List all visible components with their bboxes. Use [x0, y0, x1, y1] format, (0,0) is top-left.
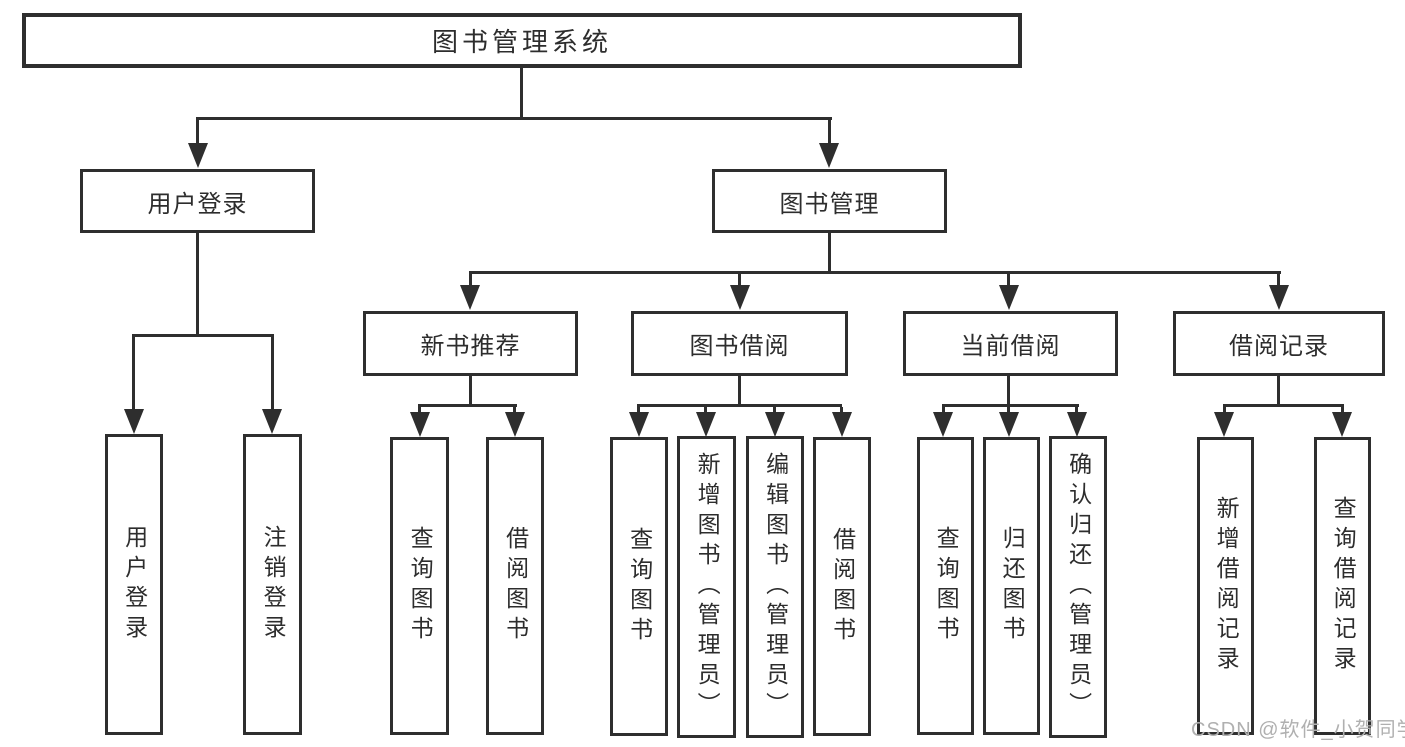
node-label: 图书管理: [779, 190, 880, 218]
node-label: 图书管理系统: [431, 27, 612, 57]
connector-drop: [1007, 407, 1010, 413]
arrow-down-icon: [1269, 285, 1289, 310]
node-label: 查询图书: [933, 526, 960, 646]
connector-drop-current-borrowing: [1007, 274, 1010, 286]
connector-drop-user-login: [196, 120, 199, 143]
connector-book-borrowing-stem: [738, 376, 741, 405]
node-new-book-recommendation: 新书推荐: [363, 311, 578, 376]
node-label: 用户登录: [147, 190, 248, 218]
connector-borrowing-records-crossbar: [1223, 404, 1344, 407]
leaf-user-login: 用户登录: [105, 434, 163, 735]
arrow-down-icon: [629, 412, 649, 437]
node-label: 编辑图书（管理员）: [762, 452, 789, 722]
leaf-query-borrow-record: 查询借阅记录: [1314, 437, 1371, 735]
connector-drop: [704, 407, 707, 413]
connector-root-crossbar: [196, 117, 832, 120]
connector-root-stem: [520, 67, 523, 118]
connector-drop-borrowing-records: [1277, 274, 1280, 286]
connector-drop-book-management: [828, 120, 831, 143]
connector-drop: [840, 407, 843, 413]
connector-book-borrowing-crossbar: [637, 404, 842, 407]
node-label: 新增图书（管理员）: [694, 452, 721, 722]
node-label: 用户登录: [121, 524, 148, 645]
node-label: 查询图书: [626, 526, 653, 647]
arrow-down-icon: [765, 412, 785, 437]
arrow-down-icon: [262, 409, 282, 434]
arrow-down-icon: [696, 412, 716, 437]
connector-current-borrowing-crossbar: [942, 404, 1079, 407]
connector-new-book-crossbar: [418, 404, 517, 407]
connector-drop-leaf-user-login: [132, 337, 135, 409]
leaf-add-borrow-record: 新增借阅记录: [1197, 437, 1254, 735]
arrow-down-icon: [505, 412, 525, 437]
connector-book-management-stem: [828, 233, 831, 273]
node-borrowing-records: 借阅记录: [1173, 311, 1385, 376]
node-label: 确认归还（管理员）: [1065, 452, 1092, 722]
node-label: 借阅图书: [829, 526, 856, 647]
connector-new-book-stem: [469, 376, 472, 405]
node-label: 归还图书: [999, 526, 1026, 646]
node-label: 图书借阅: [689, 333, 790, 360]
node-user-login: 用户登录: [80, 169, 315, 233]
leaf-borrow-books-borrowing: 借阅图书: [813, 437, 871, 736]
connector-user-login-stem: [196, 233, 199, 335]
connector-current-borrowing-stem: [1007, 376, 1010, 405]
arrow-down-icon: [999, 285, 1019, 310]
leaf-edit-book-admin: 编辑图书（管理员）: [746, 436, 804, 738]
leaf-query-books-borrowing: 查询图书: [610, 437, 668, 736]
connector-drop-new-book: [469, 274, 472, 286]
connector-drop: [1341, 407, 1344, 413]
node-library-management-system: 图书管理系统: [22, 13, 1022, 68]
connector-drop: [1075, 407, 1078, 413]
connector-drop: [418, 407, 421, 413]
watermark: CSDN @软件_小贺同学: [1191, 719, 1405, 741]
connector-drop: [637, 407, 640, 413]
arrow-down-icon: [999, 412, 1019, 437]
node-book-management: 图书管理: [712, 169, 947, 233]
node-label: 查询图书: [407, 526, 434, 646]
node-label: 注销登录: [260, 524, 287, 645]
node-book-borrowing: 图书借阅: [631, 311, 848, 376]
connector-drop-book-borrowing: [738, 274, 741, 286]
node-current-borrowing: 当前借阅: [903, 311, 1118, 376]
node-label: 新书推荐: [420, 333, 521, 360]
arrow-down-icon: [410, 412, 430, 437]
leaf-query-books-current: 查询图书: [917, 437, 974, 735]
arrow-down-icon: [933, 412, 953, 437]
node-label: 借阅记录: [1229, 333, 1329, 360]
arrow-down-icon: [1332, 412, 1352, 437]
leaf-add-book-admin: 新增图书（管理员）: [677, 436, 736, 738]
connector-drop: [942, 407, 945, 413]
leaf-borrow-books-recommend: 借阅图书: [486, 437, 544, 735]
arrow-down-icon: [124, 409, 144, 434]
arrow-down-icon: [730, 285, 750, 310]
connector-drop: [773, 407, 776, 413]
leaf-return-book: 归还图书: [983, 437, 1040, 735]
leaf-logout: 注销登录: [243, 434, 302, 735]
arrow-down-icon: [1214, 412, 1234, 437]
node-label: 借阅图书: [502, 526, 529, 646]
leaf-query-books-recommend: 查询图书: [390, 437, 449, 735]
connector-drop: [513, 407, 516, 413]
node-label: 新增借阅记录: [1213, 496, 1240, 676]
connector-user-login-crossbar: [132, 334, 274, 337]
arrow-down-icon: [1067, 412, 1087, 437]
connector-drop: [1223, 407, 1226, 413]
arrow-down-icon: [460, 285, 480, 310]
connector-book-management-crossbar: [469, 271, 1281, 274]
arrow-down-icon: [188, 143, 208, 168]
leaf-confirm-return-admin: 确认归还（管理员）: [1049, 436, 1107, 738]
node-label: 查询借阅记录: [1330, 496, 1357, 676]
connector-borrowing-records-stem: [1277, 376, 1280, 405]
arrow-down-icon: [832, 412, 852, 437]
arrow-down-icon: [819, 143, 839, 168]
connector-drop-leaf-logout: [271, 337, 274, 409]
node-label: 当前借阅: [960, 333, 1061, 360]
